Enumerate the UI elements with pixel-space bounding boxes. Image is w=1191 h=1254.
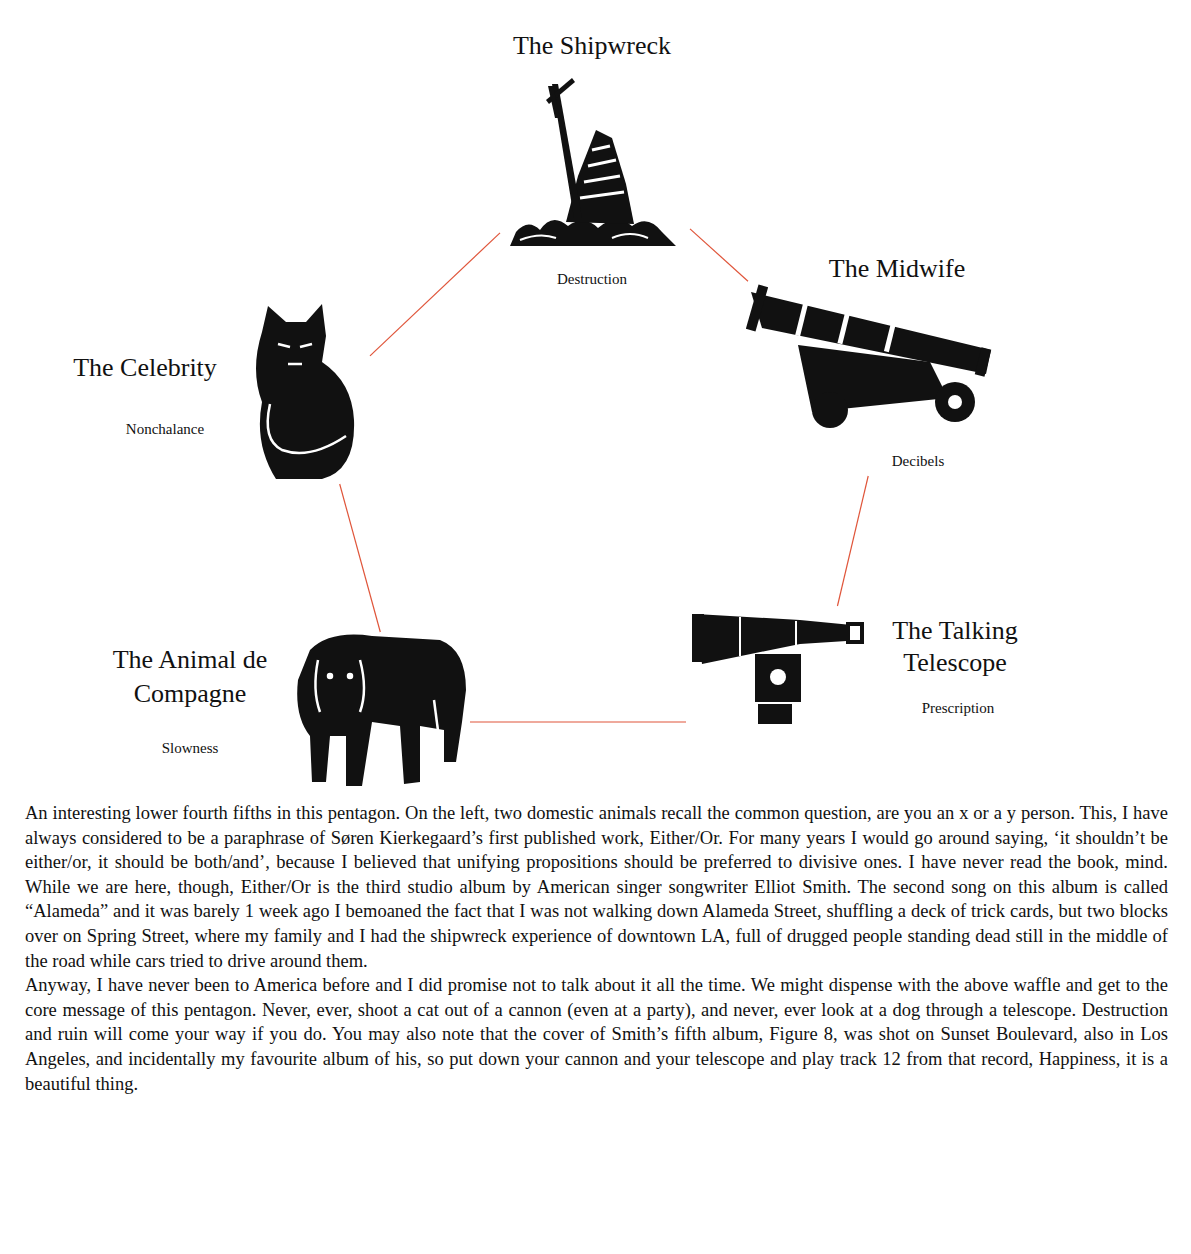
text-holder: Destruction	[557, 270, 627, 289]
shipwreck-illustration	[510, 78, 676, 246]
text-holder: Prescription	[922, 699, 995, 718]
pentagon-edge	[837, 476, 868, 606]
text-holder: Nonchalance	[126, 420, 204, 439]
text-holder: Decibels	[892, 452, 944, 471]
vertex-subtitle: Nonchalance	[126, 420, 204, 439]
text-holder: The Animal de Compagne	[111, 643, 269, 711]
pentagon-edge	[470, 721, 686, 722]
commentary-paragraph: An interesting lower fourth fifths in th…	[25, 801, 1168, 973]
cannon-illustration	[746, 285, 991, 428]
pentagon-vertex: The Talking TelescopePrescription	[686, 606, 1048, 728]
text-holder: The Talking Telescope	[870, 615, 1040, 679]
text-holder: The Midwife	[829, 253, 965, 285]
vertex-title: The Animal de Compagne	[111, 643, 269, 711]
commentary-paragraph: Anyway, I have never been to America bef…	[25, 973, 1168, 1096]
vertex-subtitle: Prescription	[922, 699, 995, 718]
pentagon-vertex: The Animal de CompagneSlowness	[100, 632, 470, 792]
vertex-subtitle: Slowness	[162, 739, 219, 758]
pentagon-edge	[370, 233, 500, 356]
telescope-illustration	[692, 614, 862, 724]
pentagon-vertex: The ShipwreckDestruction	[500, 26, 690, 293]
dog-illustration	[297, 635, 466, 786]
vertex-subtitle: Decibels	[892, 452, 944, 471]
vertex-title: The Celebrity	[73, 352, 217, 384]
cat-illustration	[256, 304, 354, 479]
text-holder: The Celebrity	[73, 352, 217, 384]
pentagon-edge	[690, 229, 748, 281]
pentagon-vertex: The CelebrityNonchalance	[50, 300, 370, 484]
pentagon-vertex: The MidwifeDecibels	[748, 250, 996, 476]
pentagon-edge	[340, 484, 381, 632]
commentary: An interesting lower fourth fifths in th…	[25, 801, 1168, 1096]
vertex-subtitle: Destruction	[557, 270, 627, 289]
vertex-title: The Shipwreck	[513, 30, 671, 62]
text-holder: Slowness	[162, 739, 219, 758]
text-holder: The Shipwreck	[513, 30, 671, 62]
vertex-title: The Talking Telescope	[870, 615, 1040, 679]
vertex-title: The Midwife	[829, 253, 965, 285]
